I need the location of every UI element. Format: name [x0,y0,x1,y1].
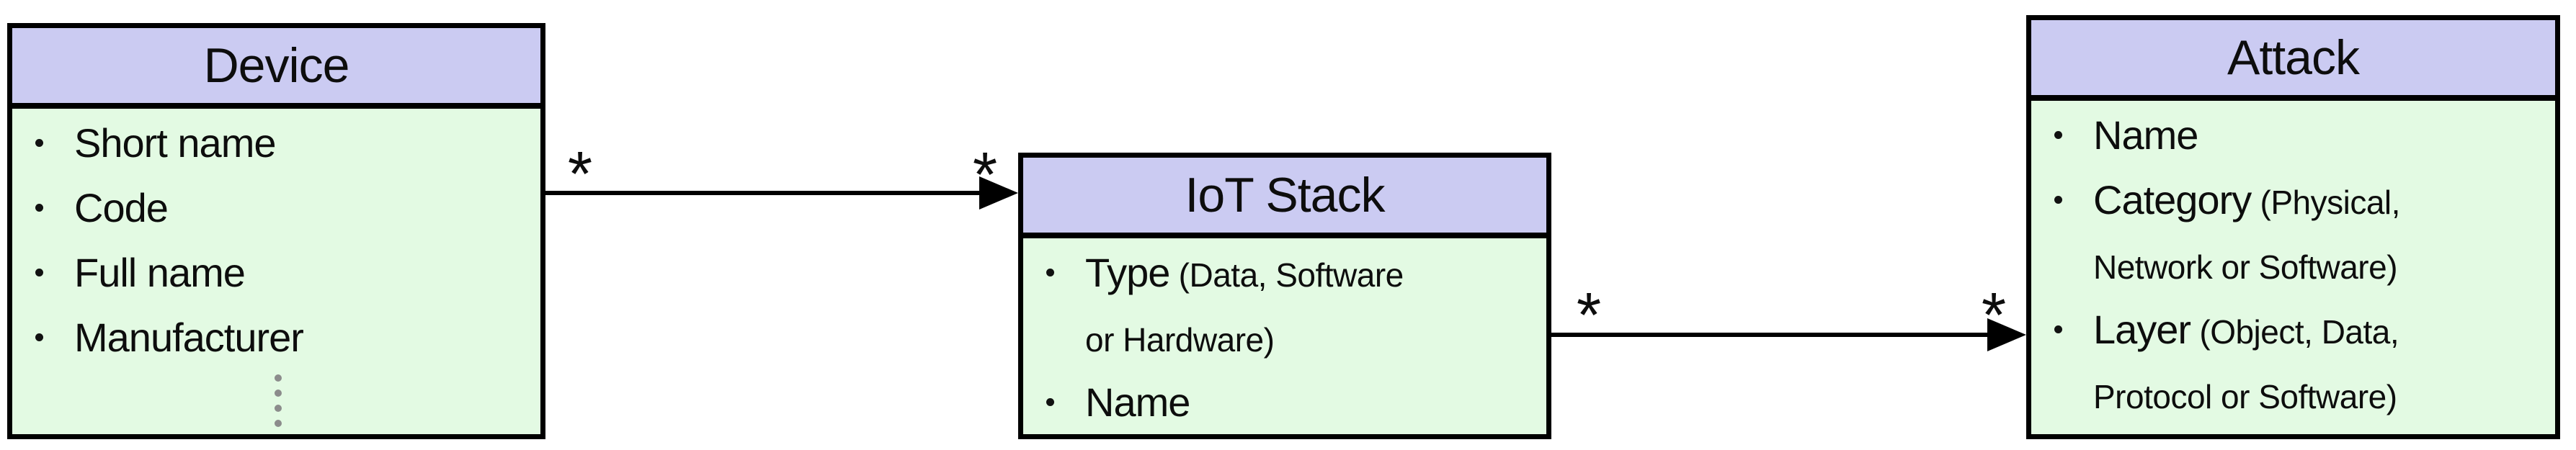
attribute-paren-text: Network or Software) [2093,248,2398,286]
ellipsis-dot [274,404,282,412]
attribute-text: Type (Data, Software [1085,249,1404,296]
attribute-text: Code [74,184,169,231]
attribute-text: Layer (Object, Data, [2093,306,2399,353]
multiplicity-label: * [1576,279,1602,351]
bullet-dot-icon [1046,397,1054,406]
ellipsis-dot [274,374,282,382]
attribute-row: Manufacturer [28,305,527,369]
bullet-cell [28,203,74,212]
attribute-text: or Hardware) [1085,314,1275,361]
bullet-cell [2047,325,2093,333]
bullet-cell [2047,195,2093,204]
attribute-text: Protocol or Software) [2093,371,2397,418]
multiplicity-label: * [972,138,998,210]
arrowhead-icon [979,176,1018,210]
ellipsis-row [28,369,527,431]
attribute-paren-text: (Data, Software [1169,256,1404,294]
attribute-row: Code [28,175,527,240]
attribute-paren-text: or Hardware) [1085,320,1275,359]
attribute-main-text: Short name [74,120,276,166]
bullet-dot-icon [35,333,43,341]
attribute-paren-text: Protocol or Software) [2093,377,2397,415]
attribute-text: Short name [74,120,276,166]
entity-header: IoT Stack [1023,158,1546,238]
multiplicity-label: * [567,138,593,210]
bullet-dot-icon [2054,195,2062,204]
attribute-text: Full name [74,249,246,296]
attribute-text: Manufacturer [74,314,304,361]
attribute-row: Category (Physical, [2047,167,2542,232]
attribute-main-text: Manufacturer [74,314,304,360]
entity-header: Device [12,28,540,109]
arrowhead-icon [1987,318,2026,351]
attribute-row: Full name [28,240,527,305]
attribute-row: Name [1039,369,1533,434]
bullet-cell [1039,397,1085,406]
association-line-iotstack-attack [1551,333,1992,337]
attribute-main-text: Name [1085,379,1190,425]
attribute-text: Network or Software) [2093,241,2398,288]
attribute-row: Name [2047,102,2542,167]
attribute-main-text: Category [2093,176,2252,222]
bullet-cell [28,138,74,147]
attribute-continuation-row: Protocol or Software) [2047,361,2542,426]
attribute-row: Layer (Object, Data, [2047,297,2542,361]
ellipsis-dot [274,389,282,397]
bullet-cell [1039,268,1085,276]
attribute-text: Name [2093,112,2198,158]
bullet-dot-icon [35,203,43,212]
bullet-dot-icon [1046,268,1054,276]
attribute-main-text: Layer [2093,306,2191,352]
bullet-dot-icon [2054,325,2062,333]
attribute-main-text: Name [2093,112,2198,158]
entity-title-device: Device [203,38,350,93]
attribute-list-iot-stack: Type (Data, Software or Hardware) Name [1023,238,1546,434]
vertical-ellipsis-icon [274,374,282,427]
bullet-dot-icon [35,268,43,276]
bullet-cell [28,268,74,276]
attribute-continuation-row: Network or Software) [2047,232,2542,297]
attribute-main-text: Code [74,184,169,230]
attribute-paren-text: (Physical, [2251,183,2401,221]
attribute-text: Name [1085,379,1190,426]
bullet-dot-icon [2054,130,2062,139]
attribute-continuation-row: or Hardware) [1039,305,1533,369]
entity-title-iot-stack: IoT Stack [1185,168,1386,222]
ellipsis-dot [274,419,282,427]
attribute-text: Category (Physical, [2093,176,2400,223]
bullet-cell [2047,130,2093,139]
attribute-row: Short name [28,110,527,175]
entity-box-iot-stack: IoT Stack Type (Data, Software or Hardwar… [1018,153,1551,439]
multiplicity-label: * [1981,279,2007,351]
attribute-row: Type (Data, Software [1039,240,1533,305]
bullet-dot-icon [35,138,43,147]
attribute-main-text: Full name [74,249,246,295]
attribute-paren-text: (Object, Data, [2191,312,2399,351]
attribute-main-text: Type [1085,249,1170,295]
entity-header: Attack [2031,20,2555,101]
entity-title-attack: Attack [2227,30,2360,85]
association-line-device-iotstack [545,191,984,195]
bullet-cell [28,333,74,341]
